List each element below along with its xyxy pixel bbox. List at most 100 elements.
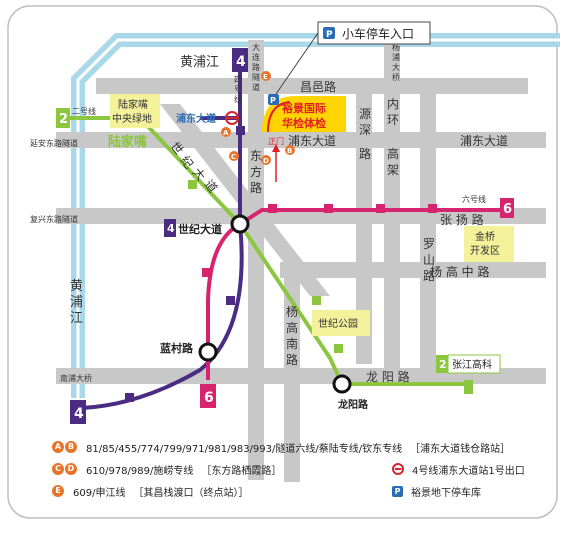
line6-label: 六号线 [462,194,486,204]
place-lujiazui-green: 陆家嘴 中央绿地 [110,94,160,128]
label-yanggao-south-4: 路 [286,352,298,367]
line6-badge-bottom [200,384,216,408]
line6-badge-right [500,198,514,218]
label-huangpu-river-top: 黄浦江 [180,55,219,70]
label-changyi-road: 昌邑路 [300,79,336,94]
station-tick [188,180,197,189]
road-huangpu-north [96,78,528,94]
bus-stop-e-marker [261,71,271,81]
label-yuanshen-2: 深 [359,123,371,137]
label-yanan-tunnel: 延安东路隧道 [30,138,78,148]
label-daliang-tunnel-3: 路 [252,62,260,72]
lancun-interchange [198,342,218,362]
station-tick [202,268,211,277]
label-daliang-tunnel-2: 连 [252,52,260,62]
bus-stop-d-letter: D [263,157,269,165]
road-dongfang [248,40,264,480]
legend-bus-stop-c-icon: C [52,463,64,475]
zhangjiang-label-box [447,354,501,374]
line2-badge [56,108,70,128]
place-box [464,226,514,262]
label-yangpu-bridge-1: 杨 [392,42,400,52]
legend-row-cd-stop: ［东方路栖霞路］ [201,465,282,477]
label-inner-ring-4: 架 [387,163,399,177]
line2-badge-text: 2 [59,112,68,127]
zhangjiang-badge-text: 2 [439,358,447,371]
label-yuanshen-1: 源 [359,107,371,121]
legend-bus-stop-a-icon: A [52,441,64,453]
label-huangpu-river-left-2: 浦 [70,295,83,310]
parking-entrance-callout: P 小车停车入口 [275,21,431,95]
label-inner-ring-3: 高 [387,146,399,161]
century-avenue-badge-text: 4 [167,222,175,235]
label-luoshan-1: 罗 [423,237,435,251]
line4-badge-bottom-text: 4 [74,406,84,422]
legend-parking-icon: P [392,485,403,497]
parking-entrance-label: 小车停车入口 [342,26,414,41]
legend-row-ab-routes: 81/85/455/774/799/971/981/983/993/隧道六线/蔡… [86,443,403,455]
metro-exit-icon [225,111,239,125]
station-tick [334,344,343,353]
road-yuanshen [356,94,372,364]
label-yanggao-mid-road: 杨 高 中 路 [430,264,489,279]
place-jinqiao: 金桥 开发区 [464,226,514,262]
parking-entrance-icon-letter: P [326,30,333,40]
station-tick [236,126,245,135]
legend-metro-exit-text: 4号线浦东大道站1号出口 [412,465,525,477]
station-tick [324,204,333,213]
station-tick [268,204,277,213]
venue-parking-icon [268,94,279,105]
label-daliang-tunnel-5: 道 [252,82,260,92]
bus-stop-a-marker [221,127,231,137]
legend-row-e-stop: ［其昌栈渡口（终点站）］ [133,487,249,499]
place-box [110,94,160,128]
label-luoshan-3: 路 [423,268,435,283]
place-lujiazui-line2: 中央绿地 [112,112,152,125]
metro-labels: 2 二号线 4 四 号 线 浦东大道 4 世纪大道 六号线 6 蓝村路 6 龙阳… [56,48,514,424]
station-tick [312,296,321,305]
station-ticks [125,126,473,402]
label-dongfang-3: 路 [250,180,262,195]
venue-arrow [267,101,291,133]
century-avenue-badge [164,219,176,237]
place-lujiazui-line1: 陆家嘴 [118,98,148,111]
zhangjiang-badge [436,355,448,373]
station-tick [376,204,385,213]
venue-marker: 裕景国际 华检体检 P 正门 [262,94,346,182]
parking-entrance-icon [323,27,335,39]
bus-stop-c-marker [229,151,239,161]
station-tick [125,393,134,402]
road-luoshan [420,94,436,384]
label-zhangyang-road: 张 扬 路 [440,212,484,227]
parking-entrance-pointer [275,32,319,95]
line4-badge-top [232,48,248,72]
label-dongfang-1: 东 [250,149,262,163]
gate-arrow-head [272,144,280,152]
line6-badge-bottom-text: 6 [204,390,214,406]
label-yangpu-bridge-3: 大 [392,62,400,72]
label-luoshan-2: 山 [423,253,435,267]
bus-stop-b-marker [285,145,295,155]
bus-stop-a-letter: A [223,129,229,137]
place-jinqiao-line1: 金桥 [475,230,495,243]
century-avenue-station: 世纪大道 [178,222,222,236]
bus-stop-c-letter: C [231,153,236,161]
station-tick [226,296,235,305]
metro-line-4 [81,60,244,410]
road-yanggao-mid [280,262,546,278]
longyang-interchange [332,374,352,394]
bus-stop-b-letter: B [287,147,292,155]
line4-label-top-1: 四 [234,75,242,84]
place-jinqiao-line2: 开发区 [470,244,500,257]
label-yanggao-south-3: 南 [286,336,298,351]
line6-badge-right-text: 6 [503,202,512,217]
label-lujiazui: 陆家嘴 [108,134,147,150]
line2-label: 二号线 [72,106,96,116]
label-nanpu-bridge: 南浦大桥 [60,373,92,383]
label-yangpu-bridge-4: 桥 [392,72,400,82]
legend-row-ab: A B 81/85/455/774/799/971/981/983/993/隧道… [52,440,510,455]
lancun-station: 蓝村路 [160,341,194,355]
longyang-station: 龙阳路 [337,398,369,411]
place-box [312,310,370,336]
